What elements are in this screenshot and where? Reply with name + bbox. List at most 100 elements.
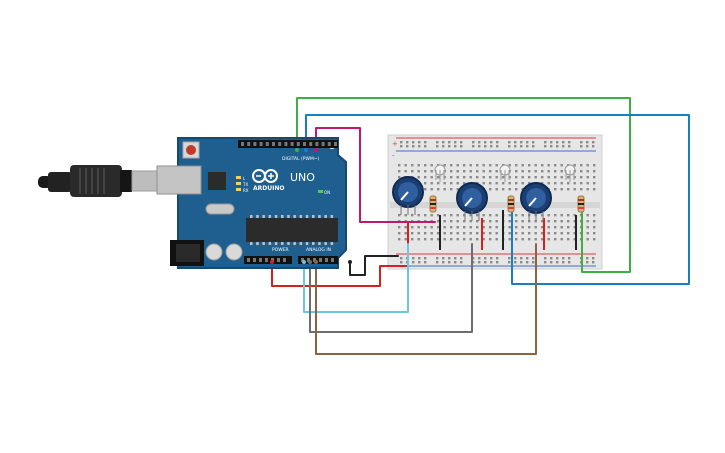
breadboard-hole — [398, 238, 401, 241]
breadboard-hole — [593, 220, 596, 223]
breadboard-hole — [482, 214, 485, 217]
breadboard-hole — [430, 188, 433, 191]
breadboard-hole — [398, 170, 401, 173]
breadboard-hole — [469, 232, 472, 235]
chip-pin — [274, 242, 278, 245]
breadboard-hole — [482, 176, 485, 179]
breadboard-hole — [502, 182, 505, 185]
breadboard-hole — [541, 220, 544, 223]
breadboard-hole — [586, 188, 589, 191]
wire-green[interactable] — [296, 97, 631, 273]
chip-pin — [330, 215, 334, 218]
breadboard-hole — [580, 164, 583, 167]
breadboard-hole — [450, 170, 453, 173]
breadboard-hole — [534, 164, 537, 167]
analog-header[interactable] — [298, 256, 338, 264]
rgb-led-2[interactable] — [499, 164, 511, 182]
breadboard-hole — [450, 226, 453, 229]
breadboard-hole — [430, 214, 433, 217]
breadboard-hole — [417, 170, 420, 173]
breadboard-hole — [463, 182, 466, 185]
breadboard-rail-hole — [442, 141, 445, 144]
components — [392, 164, 585, 221]
breadboard-hole — [495, 176, 498, 179]
breadboard-rail-hole — [472, 257, 475, 260]
breadboard-hole — [430, 232, 433, 235]
breadboard-hole — [456, 232, 459, 235]
breadboard-rail-hole — [412, 141, 415, 144]
breadboard-rail-hole — [448, 145, 451, 148]
led-tx — [236, 182, 241, 185]
breadboard-hole — [404, 164, 407, 167]
breadboard-hole — [508, 182, 511, 185]
breadboard-hole — [476, 214, 479, 217]
breadboard-hole — [554, 188, 557, 191]
breadboard-hole — [502, 188, 505, 191]
breadboard-hole — [476, 232, 479, 235]
breadboard-hole — [547, 214, 550, 217]
breadboard-rail-hole — [514, 261, 517, 264]
breadboard-rail-hole — [442, 261, 445, 264]
chip-pin — [262, 242, 265, 245]
breadboard-hole — [573, 232, 576, 235]
breadboard-hole — [489, 226, 492, 229]
breadboard-rail-hole — [484, 141, 487, 144]
breadboard-rail-hole — [532, 145, 535, 148]
wire-cyan[interactable] — [303, 243, 409, 313]
breadboard-hole — [541, 232, 544, 235]
breadboard-hole — [495, 232, 498, 235]
header-pin — [265, 258, 268, 262]
breadboard-rail-hole — [472, 141, 475, 144]
brand-label: ARDUINO — [253, 185, 284, 192]
wire-black[interactable] — [349, 255, 399, 276]
breadboard-hole — [469, 170, 472, 173]
wire-blue[interactable] — [305, 114, 690, 285]
breadboard-hole — [554, 176, 557, 179]
breadboard-rail-hole — [520, 261, 523, 264]
resistor-2[interactable] — [507, 195, 515, 213]
chip-pin — [256, 215, 259, 218]
breadboard-hole — [437, 232, 440, 235]
breadboard-hole — [580, 170, 583, 173]
chip-pin — [281, 215, 284, 218]
wire-magenta[interactable] — [315, 127, 436, 223]
resistor-3[interactable] — [577, 195, 585, 213]
breadboard-rail-hole — [562, 261, 565, 264]
digital-header[interactable] — [238, 140, 338, 148]
breadboard-rail-hole — [532, 141, 535, 144]
breadboard-hole — [482, 220, 485, 223]
usb-cable[interactable] — [38, 165, 159, 197]
rgb-led-3[interactable] — [564, 164, 576, 182]
wire-gray[interactable] — [309, 243, 473, 333]
rgb-led-1[interactable] — [434, 164, 446, 182]
breadboard-hole — [560, 170, 563, 173]
breadboard-hole — [476, 238, 479, 241]
potentiometer-1[interactable] — [392, 176, 424, 215]
resistor-1[interactable] — [429, 195, 437, 213]
arduino-uno[interactable]: TX RX L ON ARDUINO UNO DIGITAL (PWM~) PO… — [156, 137, 347, 269]
breadboard-rail-hole — [550, 145, 553, 148]
breadboard-rail-hole — [418, 141, 421, 144]
chip-pin — [299, 215, 303, 218]
breadboard-rail-hole — [484, 257, 487, 260]
breadboard-hole — [534, 176, 537, 179]
breadboard-rail-hole — [448, 257, 451, 260]
breadboard-hole — [521, 226, 524, 229]
wire-brown[interactable] — [315, 243, 537, 355]
breadboard-hole — [541, 214, 544, 217]
potentiometer-2[interactable] — [456, 182, 488, 221]
digital-header-label: DIGITAL (PWM~) — [282, 156, 320, 162]
breadboard-hole — [508, 220, 511, 223]
breadboard-rail-hole — [586, 141, 589, 144]
breadboard-hole — [450, 182, 453, 185]
breadboard-hole — [443, 176, 446, 179]
potentiometer-3[interactable] — [520, 182, 552, 221]
breadboard-hole — [541, 170, 544, 173]
breadboard-hole — [528, 164, 531, 167]
breadboard-hole — [489, 176, 492, 179]
led-l-label: L — [243, 176, 246, 181]
header-pin — [301, 258, 304, 262]
breadboard-rail-hole — [562, 141, 565, 144]
breadboard-hole — [437, 176, 440, 179]
